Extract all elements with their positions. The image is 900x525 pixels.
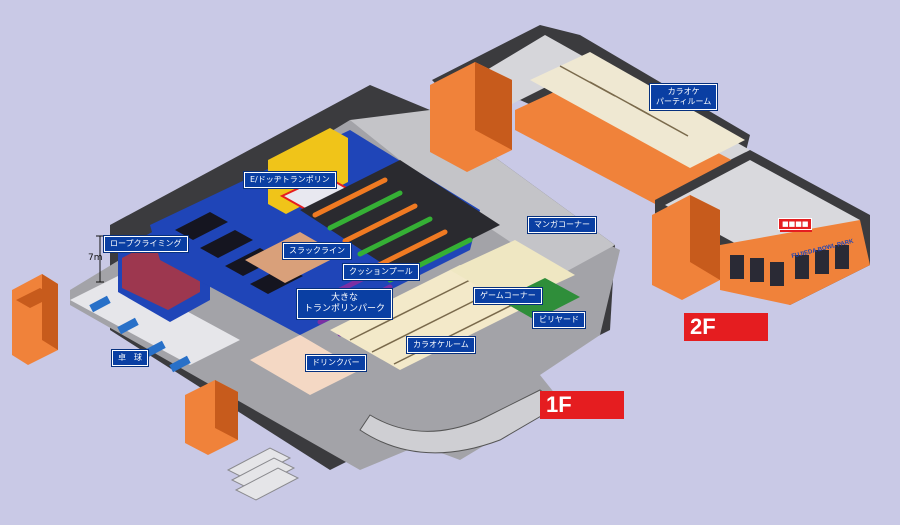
height-marker-label: 7m <box>88 253 103 263</box>
front-stair-tower-side <box>215 380 238 440</box>
ping-pong-tables <box>89 295 191 373</box>
label-cushion-pool[interactable]: クッションプール <box>343 264 419 280</box>
floor-tag-1f: 1F <box>540 391 624 419</box>
label-dodge-trampoline[interactable]: E/ドッヂトランポリン <box>244 172 336 188</box>
left-stair-steps <box>16 288 54 308</box>
label-game-corner[interactable]: ゲームコーナー <box>474 288 542 304</box>
left-stair-tower-side <box>42 274 58 350</box>
label-karaoke-party-room[interactable]: カラオケ パーティルーム <box>650 84 718 110</box>
label-rope-climbing[interactable]: ロープクライミング <box>104 236 188 252</box>
manga-corner-area <box>350 110 615 275</box>
label-karaoke-room[interactable]: カラオケルーム <box>407 337 475 353</box>
label-drink-bar[interactable]: ドリンクバー <box>306 355 366 371</box>
entrance-steps <box>226 447 300 501</box>
label-2f-shop-sign: ■■■■ <box>778 218 813 230</box>
label-billiards[interactable]: ビリヤード <box>533 312 585 328</box>
drink-bar-area <box>250 335 360 395</box>
label-slackline[interactable]: スラックライン <box>283 243 351 259</box>
2f-stair-tower-side <box>475 62 512 150</box>
floor-tag-2f: 2F <box>684 313 768 341</box>
label-manga-corner[interactable]: マンガコーナー <box>528 217 596 233</box>
label-table-tennis[interactable]: 卓 球 <box>112 350 148 366</box>
party-room-dividers <box>559 65 689 137</box>
lane-area-floor <box>300 160 500 275</box>
2f-front-stair-tower-side <box>690 195 720 280</box>
second-floor-building: FUJIEDA BOWL PARK <box>430 25 870 305</box>
2f-windows <box>730 245 849 286</box>
label-big-trampoline-park[interactable]: 大きな トランポリンパーク <box>297 289 393 319</box>
karaoke-party-rooms <box>530 52 745 168</box>
table-tennis-floor <box>70 275 240 365</box>
